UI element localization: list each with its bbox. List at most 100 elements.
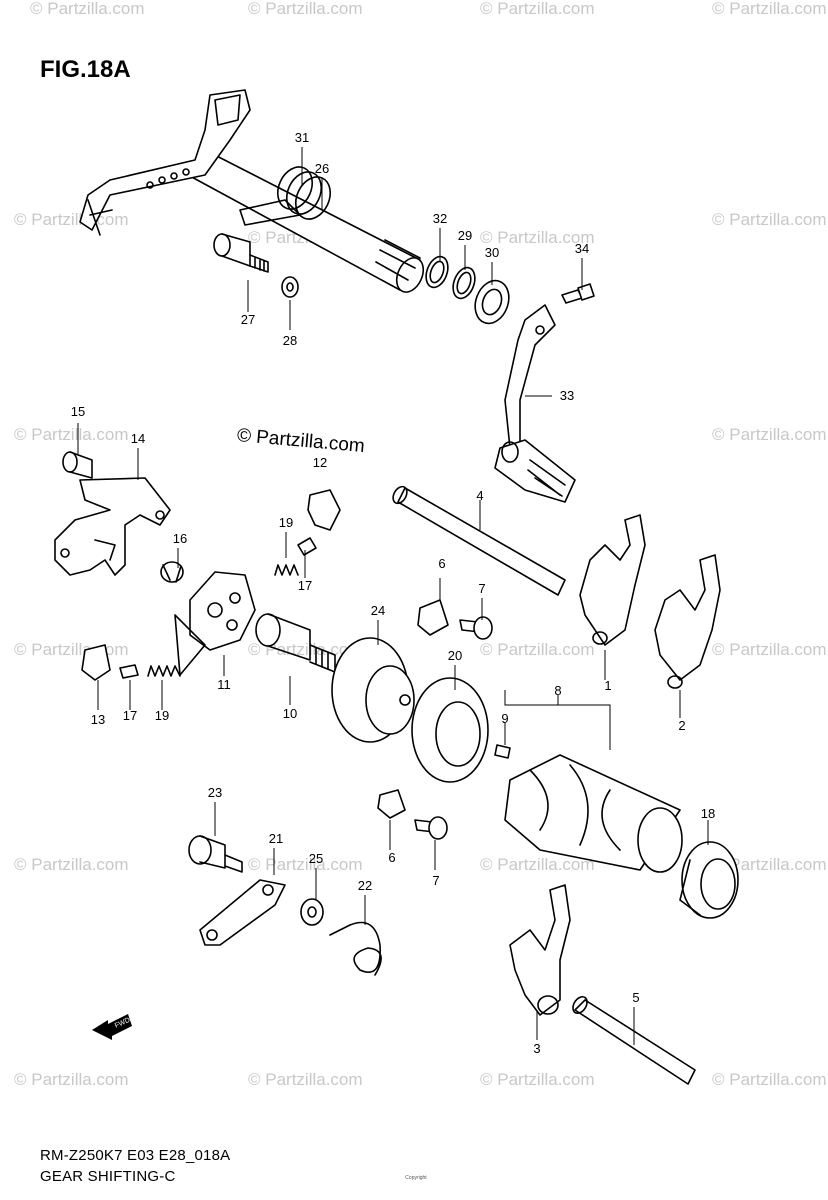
shift-cam (174, 571, 256, 676)
callout-31: 31 (295, 130, 309, 145)
callout-19: 19 (155, 708, 169, 723)
shift-fork-3 (509, 884, 571, 1016)
shift-lever (494, 304, 576, 503)
stopper-6-upper (417, 599, 449, 636)
bolt-15 (62, 451, 93, 479)
watermark-text: © Partzilla.com (248, 855, 363, 874)
callout-4: 4 (476, 488, 483, 503)
callout-13: 13 (91, 712, 105, 727)
watermark-text: © Partzilla.com (30, 0, 145, 18)
callout-30: 30 (485, 245, 499, 260)
watermark-text: © Partzilla.com (712, 855, 827, 874)
callout-1: 1 (604, 678, 611, 693)
washer-28 (281, 276, 299, 298)
bolt-7-upper (459, 616, 493, 640)
callout-17: 17 (123, 708, 137, 723)
watermark-text: © Partzilla.com (480, 1070, 595, 1089)
model-code: RM-Z250K7 E03 E28_018A (40, 1147, 231, 1164)
stopper-plate (54, 477, 171, 576)
callout-9: 9 (501, 711, 508, 726)
callout-23: 23 (208, 785, 222, 800)
callout-16: 16 (173, 531, 187, 546)
callout-24: 24 (371, 603, 385, 618)
callout-7: 7 (478, 581, 485, 596)
callout-34: 34 (575, 241, 589, 256)
section-title: GEAR SHIFTING-C (40, 1168, 176, 1185)
callout-6: 6 (438, 556, 445, 571)
watermark-text: © Partzilla.com (712, 210, 827, 229)
cam-stopper-13 (81, 644, 111, 681)
bolt-7-lower (414, 816, 448, 840)
watermark-text: © Partzilla.com (712, 0, 827, 18)
watermark-text: © Partzilla.com (14, 640, 129, 659)
watermark-text: © Partzilla.com (14, 855, 129, 874)
leader-lines (77, 147, 709, 1045)
cam-stopper (307, 489, 341, 531)
watermark-text: © Partzilla.com (480, 640, 595, 659)
shift-fork-2 (654, 554, 721, 689)
shift-fork-1 (579, 514, 646, 646)
callout-7: 7 (432, 873, 439, 888)
callout-8: 8 (554, 683, 561, 698)
callout-26: 26 (315, 161, 329, 176)
callout-18: 18 (701, 806, 715, 821)
callout-11: 11 (217, 677, 231, 692)
callout-21: 21 (269, 831, 283, 846)
callout-22: 22 (358, 878, 372, 893)
copyright-note: Copyright (405, 1175, 427, 1181)
callout-27: 27 (241, 312, 255, 327)
callout-15: 15 (71, 404, 85, 419)
bolt-16 (160, 561, 184, 583)
washer-29 (452, 266, 476, 300)
watermark-text: © Partzilla.com (712, 640, 827, 659)
watermark-text: © Partzilla.com (14, 1070, 129, 1089)
bolt-27 (213, 233, 269, 273)
watermark-text: © Partzilla.com (480, 855, 595, 874)
figure-title: FIG.18A (40, 56, 131, 83)
watermark-text: © Partzilla.com (14, 210, 129, 229)
watermark-text: © Partzilla.com (248, 0, 363, 18)
callout-12: 12 (313, 455, 327, 470)
callout-32: 32 (433, 211, 447, 226)
callout-25: 25 (309, 851, 323, 866)
spring-19-bottom (147, 665, 181, 677)
watermark-text: © Partzilla.com (480, 228, 595, 247)
callout-6: 6 (388, 850, 395, 865)
callout-17: 17 (298, 578, 312, 593)
fork-shaft-5 (572, 995, 696, 1085)
callout-33: 33 (560, 388, 574, 403)
gearshift-arm (199, 879, 286, 946)
watermark-text: © Partzilla.com (712, 1070, 827, 1089)
callout-28: 28 (283, 333, 297, 348)
fwd-arrow-icon: FWD (92, 1014, 132, 1040)
shift-drum (504, 754, 683, 873)
fork-shaft-4 (392, 485, 566, 596)
cam-gear (331, 637, 415, 743)
callout-3: 3 (533, 1041, 540, 1056)
callout-2: 2 (678, 718, 685, 733)
stopper-6-lower (377, 789, 406, 819)
oil-seal (474, 279, 510, 325)
callout-29: 29 (458, 228, 472, 243)
watermark-text: © Partzilla.com (712, 425, 827, 444)
spring-19-top (274, 564, 299, 576)
callout-14: 14 (131, 431, 145, 446)
watermark-text: © Partzilla.com (480, 0, 595, 18)
bolt-23 (188, 835, 243, 873)
pin-17-bottom (119, 664, 139, 679)
spring-22 (329, 921, 382, 976)
circlip (425, 255, 449, 289)
callout-19: 19 (279, 515, 293, 530)
callout-10: 10 (283, 706, 297, 721)
bolt-34 (561, 283, 595, 304)
drum-pin (494, 744, 511, 759)
pin-17-top (297, 537, 317, 556)
callout-5: 5 (632, 990, 639, 1005)
watermark-layer: © Partzilla.com © Partzilla.com © Partzill… (14, 0, 827, 1089)
bearing-18 (679, 841, 739, 919)
shift-shaft (79, 89, 425, 293)
callout-20: 20 (448, 648, 462, 663)
watermark-text: © Partzilla.com (248, 1070, 363, 1089)
